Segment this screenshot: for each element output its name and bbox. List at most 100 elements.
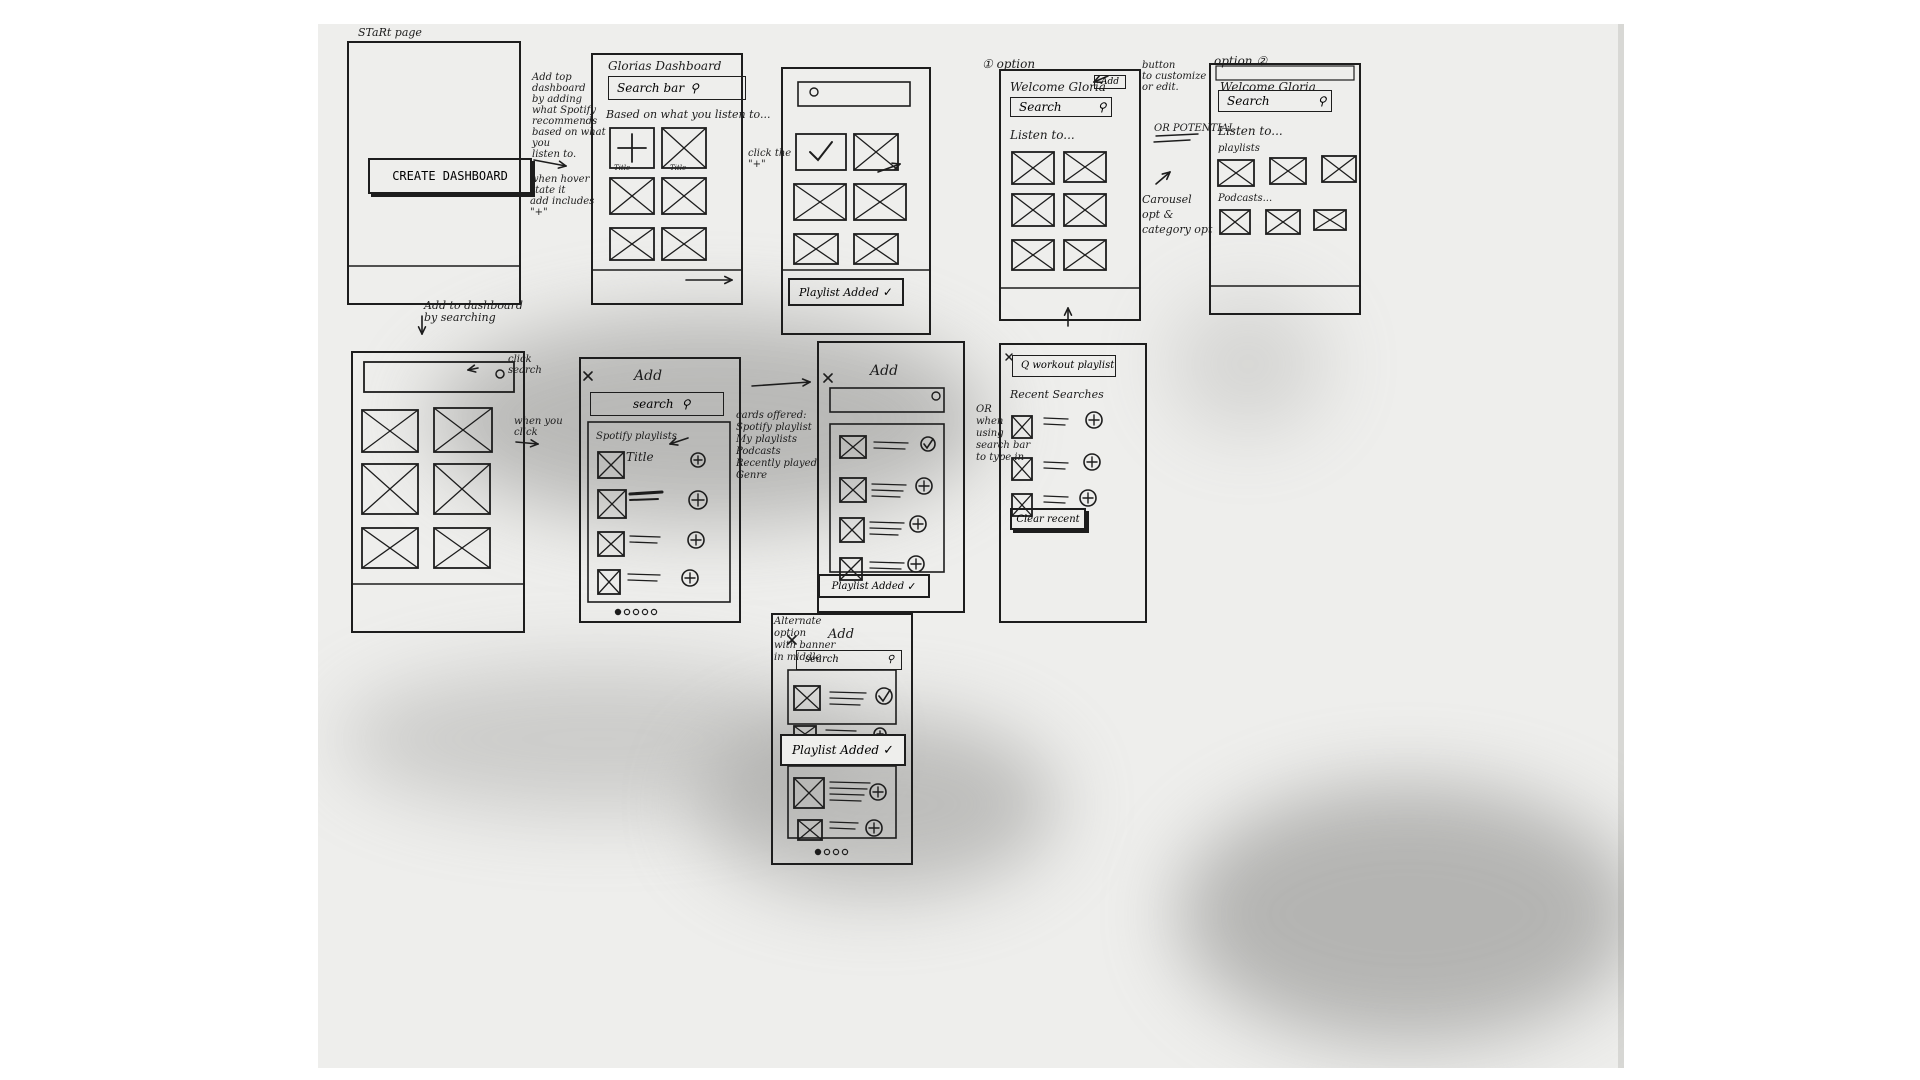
search-field xyxy=(363,361,515,393)
placeholder-cross xyxy=(1217,159,1255,187)
placeholder-cross xyxy=(597,569,621,595)
welcome-text: Welcome Gloria xyxy=(1010,80,1106,94)
clear-recent-label: Clear recent xyxy=(1016,513,1080,525)
search-icon: ⚲ xyxy=(1317,94,1327,108)
option-2-search[interactable]: Search ⚲ xyxy=(1218,90,1332,112)
text-line xyxy=(1043,423,1066,426)
image-placeholder xyxy=(661,227,707,261)
image-placeholder xyxy=(839,477,867,503)
search-icon: ⚲ xyxy=(690,81,699,95)
text-line xyxy=(1043,501,1066,504)
recent-frame xyxy=(999,343,1147,623)
image-placeholder xyxy=(1063,193,1107,227)
add-tile xyxy=(609,127,655,169)
placeholder-cross xyxy=(597,531,625,557)
option-2-frame xyxy=(1209,63,1361,315)
close-icon xyxy=(1005,353,1013,361)
add-circle-icon xyxy=(907,555,925,573)
text-line xyxy=(1043,461,1069,464)
text-line xyxy=(829,781,871,784)
add-search[interactable]: search ⚲ xyxy=(590,392,724,416)
start-frame xyxy=(347,41,521,305)
add-button[interactable]: Add xyxy=(1094,75,1126,89)
sketch-paper: STaRt page CREATE DASHBOARD Glorias Dash… xyxy=(318,24,1624,1068)
paper-edge xyxy=(1618,24,1624,1068)
add-circle-icon xyxy=(869,783,887,801)
text-line xyxy=(871,489,904,492)
placeholder-cross xyxy=(1063,151,1107,183)
arrow-line xyxy=(877,163,901,173)
placeholder-cross xyxy=(1011,415,1033,439)
image-placeholder xyxy=(1313,209,1347,231)
playlist-added-banner: Playlist Added ✓ xyxy=(788,278,904,306)
placeholder-cross xyxy=(609,177,655,215)
create-dashboard-button[interactable]: CREATE DASHBOARD xyxy=(368,158,532,194)
pagination-dot xyxy=(632,608,640,616)
dashboard-frame xyxy=(591,53,743,305)
placeholder-cross xyxy=(1011,151,1055,185)
search-icon: ⚲ xyxy=(681,397,691,411)
placeholder-cross xyxy=(1269,157,1307,185)
placeholder-cross xyxy=(793,685,821,711)
playlist-added-banner: Playlist Added ✓ xyxy=(818,574,930,598)
check-icon: ✓ xyxy=(907,579,917,593)
alt-search[interactable]: search ⚲ xyxy=(796,650,902,670)
check-icon xyxy=(878,689,891,703)
recent-search-input[interactable]: Q workout playlist xyxy=(1012,355,1116,377)
arrow-line xyxy=(1155,171,1171,185)
arrow-head xyxy=(1165,171,1171,181)
placeholder-cross xyxy=(797,819,823,841)
arrow-head xyxy=(557,165,567,169)
add-header: Add xyxy=(870,363,899,379)
placeholder-cross xyxy=(1011,457,1033,481)
text-line xyxy=(873,441,909,444)
arrow-line xyxy=(533,159,567,167)
option-1-tag: ① option xyxy=(982,57,1036,71)
placeholder-cross xyxy=(1011,193,1055,227)
note-button-customize: button to customize or edit. xyxy=(1142,60,1207,93)
arrow-head xyxy=(1063,307,1069,317)
recent-search-text: Q workout playlist xyxy=(1021,360,1115,371)
arrow-head xyxy=(893,163,901,171)
text-line xyxy=(829,703,861,706)
text-line xyxy=(829,793,865,796)
alt-banner-frame xyxy=(771,613,913,865)
add-circle-icon xyxy=(687,531,705,549)
option-1-search-text: Search xyxy=(1019,100,1062,114)
image-placeholder xyxy=(1011,493,1033,517)
text-line xyxy=(869,533,899,536)
arrow-head xyxy=(467,369,477,373)
arrow-head xyxy=(891,162,901,165)
text-line xyxy=(869,561,905,564)
tile-caption: Title xyxy=(670,164,687,172)
note-add-by-searching: Add to dashboard by searching xyxy=(424,299,523,324)
arrow-head xyxy=(723,275,733,281)
playlist-added-label: Playlist Added xyxy=(831,580,905,592)
selected-tile xyxy=(795,133,847,171)
text-line xyxy=(825,729,857,732)
search-field xyxy=(829,387,945,413)
placeholder-cross xyxy=(793,233,839,265)
image-placeholder xyxy=(361,409,419,453)
search-entry-frame xyxy=(351,351,525,633)
text-line xyxy=(873,447,906,450)
placeholder-cross xyxy=(1219,209,1251,235)
image-placeholder xyxy=(1217,159,1255,187)
text-line xyxy=(869,567,902,570)
pagination-dot xyxy=(650,608,658,616)
image-placeholder xyxy=(1265,209,1301,235)
option-1-search[interactable]: Search ⚲ xyxy=(1010,97,1112,117)
placeholder-cross xyxy=(1063,193,1107,227)
text-line xyxy=(829,821,859,824)
clear-recent-button[interactable]: Clear recent xyxy=(1010,508,1086,530)
text-line xyxy=(869,521,905,524)
dashboard-search-bar[interactable]: Search bar ⚲ xyxy=(608,76,746,100)
image-placeholder xyxy=(609,177,655,215)
placeholder-cross xyxy=(361,409,419,453)
text-line xyxy=(829,827,856,830)
text-line xyxy=(629,541,658,544)
add-header: Add xyxy=(634,368,663,384)
image-placeholder xyxy=(1063,151,1107,183)
image-placeholder xyxy=(853,183,907,221)
placeholder-cross xyxy=(361,527,419,569)
